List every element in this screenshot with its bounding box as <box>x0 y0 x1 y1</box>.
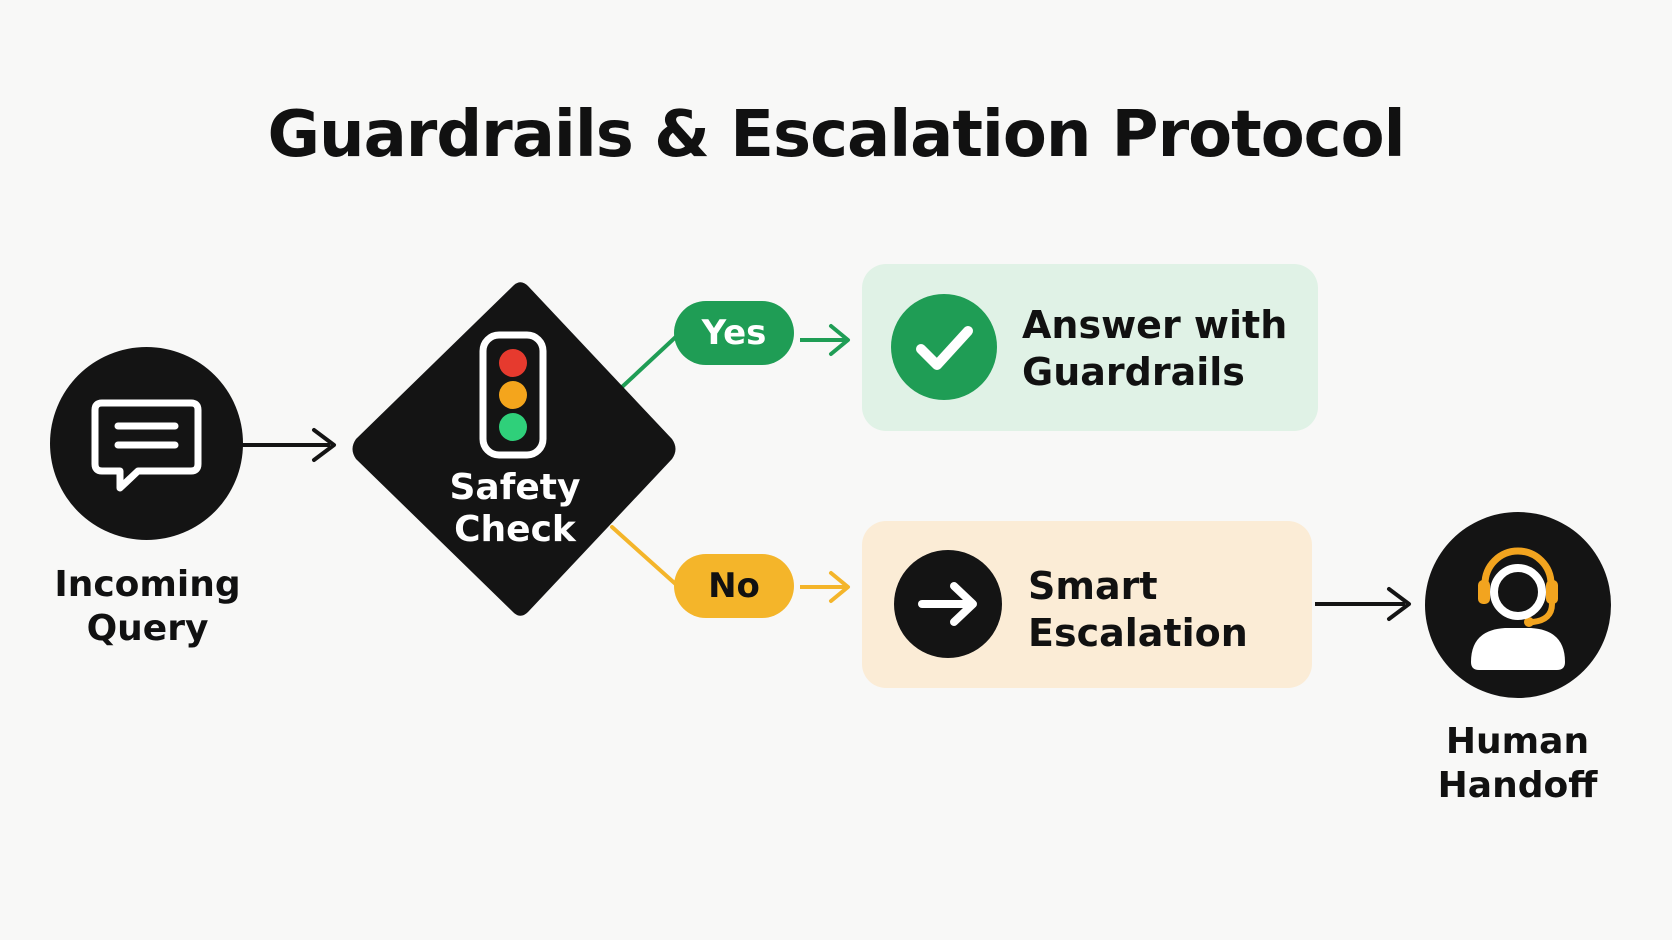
traffic-light-icon <box>479 331 547 459</box>
escalation-label-line1: Smart <box>1028 564 1158 608</box>
arrow-query-to-check <box>242 428 336 462</box>
smart-escalation-label: Smart Escalation <box>1028 563 1248 657</box>
arrow-no-to-escalation <box>800 571 850 603</box>
safety-check-label-line1: Safety <box>449 467 581 508</box>
human-handoff-label-line2: Handoff <box>1437 765 1598 806</box>
answer-label-line2: Guardrails <box>1022 350 1245 394</box>
traffic-light-green <box>499 413 527 441</box>
answer-with-guardrails-label: Answer with Guardrails <box>1022 302 1287 396</box>
headset-user-icon <box>1471 547 1565 670</box>
human-handoff-label-line1: Human <box>1445 721 1590 762</box>
safety-check-label: Safety Check <box>440 467 590 551</box>
no-branch-pill: No <box>674 554 794 618</box>
incoming-query-label-line2: Query <box>86 608 209 649</box>
no-branch-line <box>610 525 682 590</box>
chat-bubble-icon <box>91 399 202 492</box>
human-handoff-node <box>1425 512 1611 698</box>
answer-label-line1: Answer with <box>1022 303 1288 347</box>
traffic-light-red <box>499 349 527 377</box>
yes-branch-line <box>620 331 682 389</box>
human-handoff-label: Human Handoff <box>1410 720 1625 808</box>
yes-branch-pill: Yes <box>674 301 794 365</box>
checkmark-icon <box>891 294 997 400</box>
arrow-yes-to-answer <box>800 324 850 356</box>
incoming-query-node <box>50 347 243 540</box>
arrow-right-icon <box>894 550 1002 658</box>
escalation-label-line2: Escalation <box>1028 611 1248 655</box>
traffic-light-amber <box>499 381 527 409</box>
incoming-query-label-line1: Incoming <box>54 564 241 605</box>
diagram-title: Guardrails & Escalation Protocol <box>267 98 1406 172</box>
safety-check-label-line2: Check <box>454 509 576 550</box>
incoming-query-label: Incoming Query <box>40 563 255 651</box>
arrow-escalation-to-handoff <box>1315 587 1411 621</box>
